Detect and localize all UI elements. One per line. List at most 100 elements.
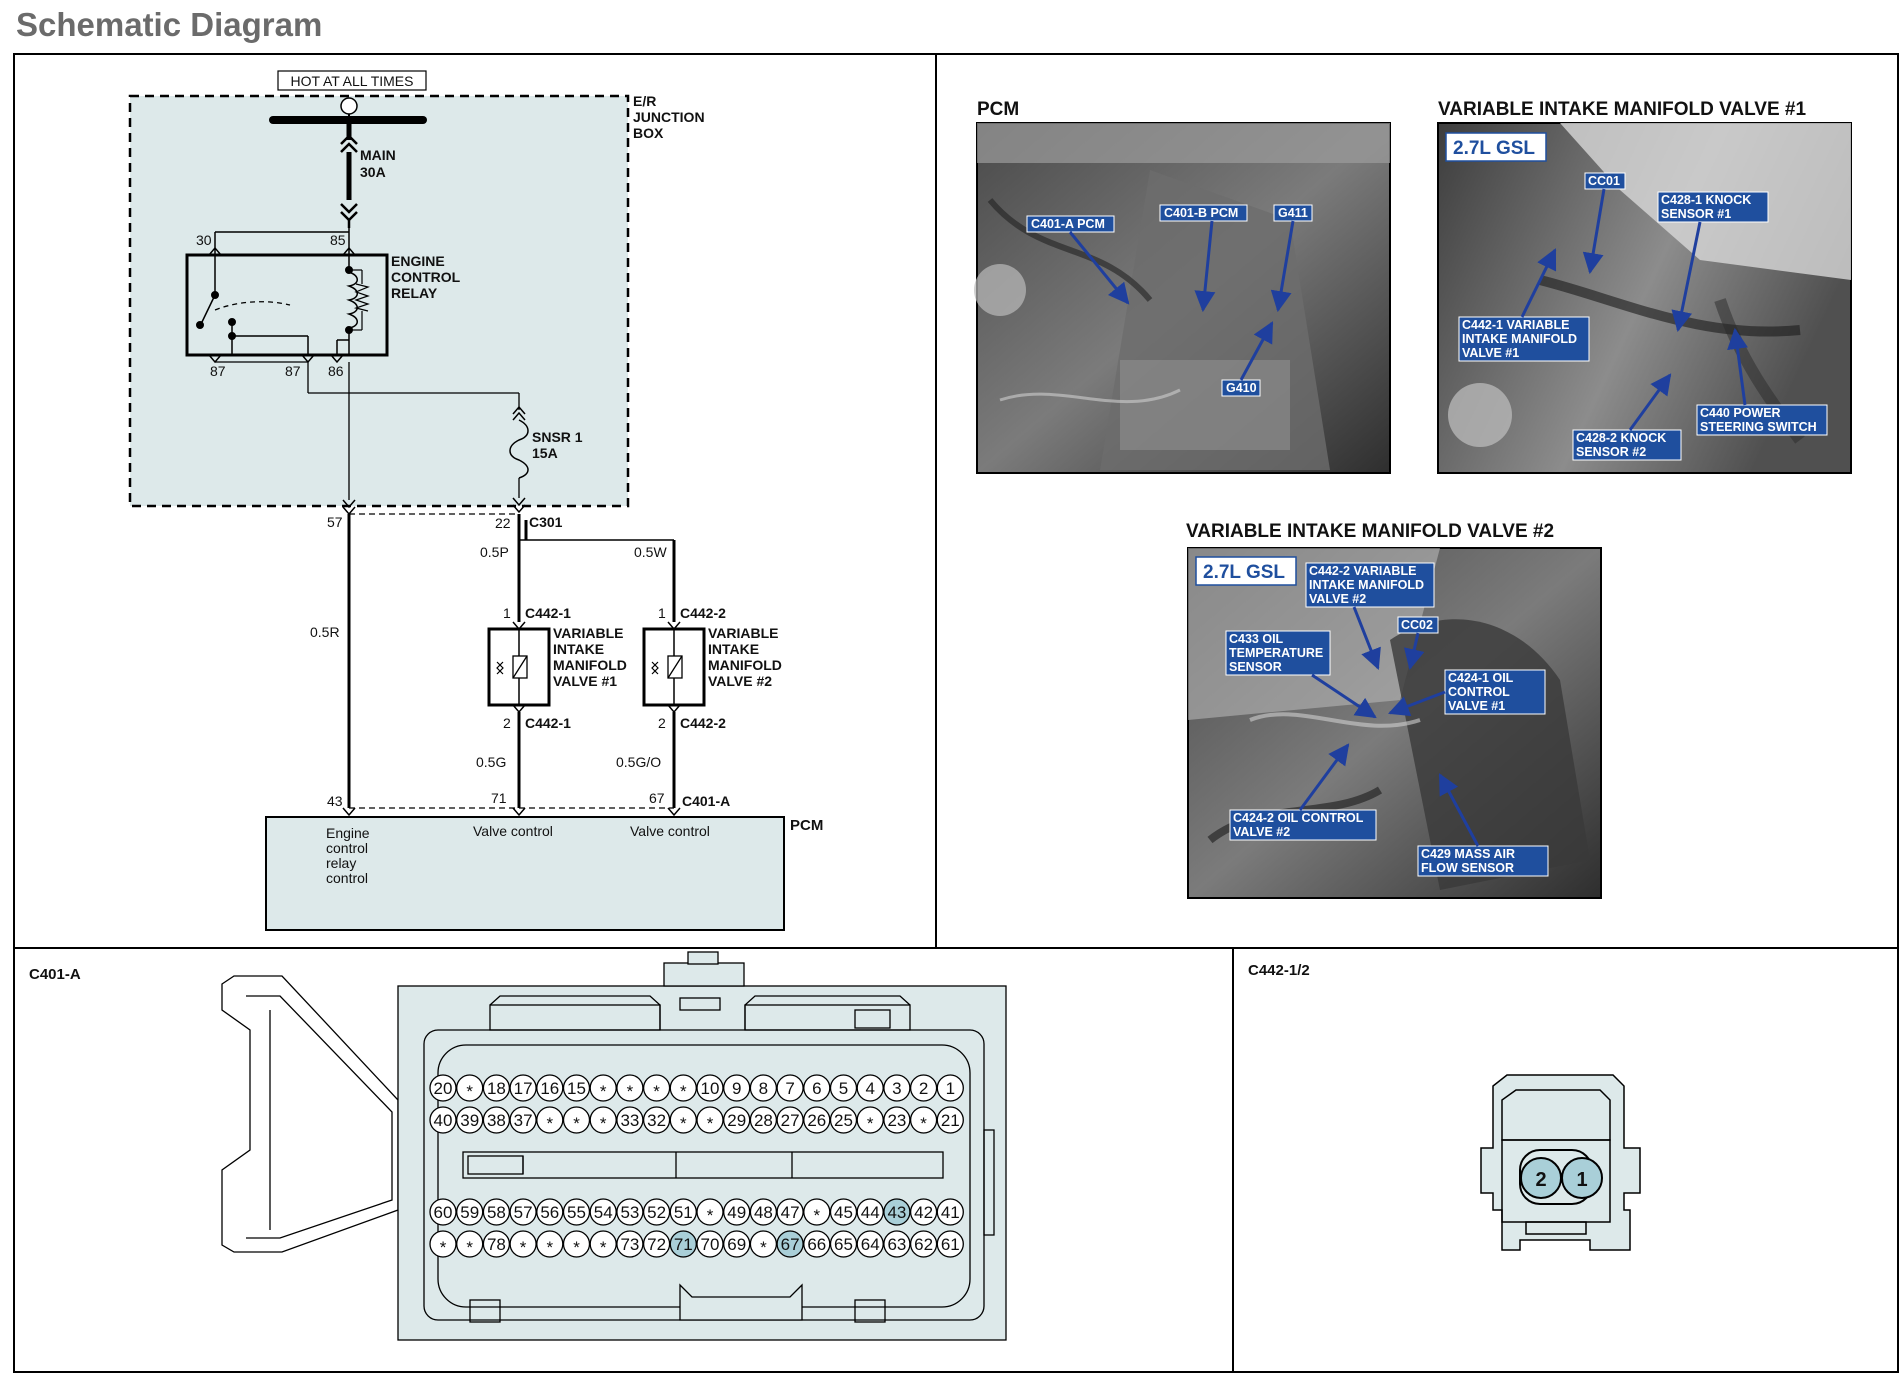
c401a-pin-label: 7 — [785, 1079, 794, 1098]
c401a-pin-cavity — [429, 1106, 457, 1134]
c401a-pin-cavity — [856, 1198, 884, 1226]
c301-connector — [347, 513, 676, 808]
c401a-pin-cavity — [589, 1106, 617, 1134]
c401a-pin-cavity — [536, 1074, 564, 1102]
c401a-pin-label: 48 — [754, 1203, 773, 1222]
c401a-pin-cavity — [642, 1198, 671, 1226]
c401a-pin-label: 55 — [567, 1203, 586, 1222]
svg-text:85: 85 — [330, 232, 346, 248]
c401a-pin-cavity — [803, 1198, 831, 1226]
c401a-pin-label: * — [520, 1238, 527, 1257]
svg-text:C442-1/2: C442-1/2 — [1248, 962, 1310, 979]
svg-text:PCM: PCM — [790, 817, 823, 834]
c401a-pin-label: 29 — [727, 1111, 746, 1130]
c401a-pin-label: 73 — [620, 1235, 639, 1254]
pcm-labels: 43 71 67 C401-A PCM Engine control relay… — [326, 790, 823, 886]
c401a-pin-label: * — [466, 1082, 473, 1101]
c401a-pin-cavity — [776, 1230, 804, 1258]
svg-text:1: 1 — [503, 605, 511, 621]
c401a-pin-label: 64 — [861, 1235, 880, 1254]
c401a-pin-label: * — [466, 1238, 473, 1257]
svg-text:67: 67 — [649, 790, 665, 806]
c401a-pin-label: * — [653, 1082, 660, 1101]
svg-text:C301: C301 — [529, 514, 563, 530]
svg-text:C442-2: C442-2 — [680, 605, 726, 621]
c401a-pin-cavity — [536, 1198, 564, 1226]
svg-text:VARIABLE: VARIABLE — [708, 625, 779, 641]
svg-text:ENGINE: ENGINE — [391, 253, 445, 269]
c401a-pin-label: 6 — [812, 1079, 821, 1098]
snsr-fuse — [509, 405, 529, 514]
c401a-pin-label: 51 — [674, 1203, 693, 1222]
c401a-pin-cavity — [909, 1074, 938, 1102]
c401a-pin-label: 41 — [941, 1203, 960, 1222]
c401a-pin-label: 40 — [434, 1111, 453, 1130]
svg-text:relay: relay — [326, 855, 356, 871]
c401a-pin-label: * — [440, 1238, 447, 1257]
svg-text:E/R: E/R — [633, 93, 656, 109]
svg-text:CC02: CC02 — [1401, 618, 1433, 632]
c401a-pin-cavity — [642, 1106, 671, 1134]
c401a-title: C401-A — [29, 966, 81, 983]
c401a-pin-cavity — [856, 1106, 884, 1134]
svg-text:G411: G411 — [1278, 206, 1308, 220]
svg-text:G410: G410 — [1226, 381, 1257, 395]
c401a-pin-label: * — [867, 1114, 874, 1133]
svg-text:PCM: PCM — [977, 99, 1019, 120]
c401a-pin-label: 17 — [514, 1079, 533, 1098]
svg-text:CC01: CC01 — [1588, 174, 1620, 188]
c401a-pin-label: * — [600, 1082, 607, 1101]
c401a-pin-label: * — [546, 1114, 553, 1133]
svg-text:43: 43 — [327, 793, 343, 809]
c401a-pin-cavity — [776, 1106, 804, 1134]
main-fuse — [340, 120, 358, 228]
c401a-pin-cavity — [456, 1106, 484, 1134]
c401a-pin-label: * — [920, 1114, 927, 1133]
photo-vimv2-title: VARIABLE INTAKE MANIFOLD VALVE #2 — [1186, 521, 1554, 542]
snsr-fuse-label: SNSR 1 15A — [532, 429, 583, 461]
c401a-pin-label: 45 — [834, 1203, 853, 1222]
c401a-pin-cavity — [456, 1198, 484, 1226]
valve-1-solenoid — [487, 621, 551, 808]
c401a-pin-label: 23 — [887, 1111, 906, 1130]
c401a-pin-label: 28 — [754, 1111, 773, 1130]
c401a-pin-label: 43 — [887, 1203, 906, 1222]
c401a-pin-label: 47 — [781, 1203, 800, 1222]
svg-text:15A: 15A — [532, 445, 558, 461]
svg-text:2.7L GSL: 2.7L GSL — [1203, 562, 1285, 583]
c401a-pin-cavity — [616, 1198, 644, 1226]
c401a-pin-cavity — [696, 1074, 724, 1102]
c401a-pin-cavity — [509, 1198, 537, 1226]
c401a-pin-cavity — [562, 1106, 591, 1134]
c401a-pin-cavity — [642, 1230, 671, 1258]
svg-text:86: 86 — [328, 363, 344, 379]
svg-text:1: 1 — [658, 605, 666, 621]
c401a-pin-label: 16 — [540, 1079, 559, 1098]
photo-vimv2-badge: 2.7L GSL — [1195, 556, 1297, 586]
svg-text:VARIABLE: VARIABLE — [553, 625, 624, 641]
page-title: Schematic Diagram — [16, 6, 323, 43]
svg-text:Valve control: Valve control — [473, 823, 553, 839]
c401a-pin-cavity — [723, 1198, 751, 1226]
pcm-module — [265, 807, 785, 931]
photo-vimv2-callouts: C442-2 VARIABLE INTAKE MANIFOLD VALVE #2… — [1225, 562, 1549, 877]
svg-text:VARIABLE INTAKE MANIFOLD VALVE: VARIABLE INTAKE MANIFOLD VALVE #1 — [1438, 99, 1806, 120]
svg-text:C442-1: C442-1 — [525, 605, 571, 621]
c401a-pin-cavity — [749, 1198, 778, 1226]
c401a-pin-label: 57 — [514, 1203, 533, 1222]
c401a-pin-cavity — [883, 1198, 911, 1226]
c401a-pin-label: * — [707, 1114, 714, 1133]
relay-pin-labels: 30 85 87 87 86 — [196, 232, 346, 379]
c401a-pin-cavity — [909, 1106, 938, 1134]
svg-text:22: 22 — [495, 515, 511, 531]
c401a-pin-label: 27 — [781, 1111, 800, 1130]
c401a-pin-label: 69 — [727, 1235, 746, 1254]
svg-text:2.7L GSL: 2.7L GSL — [1453, 138, 1535, 159]
c401a-pin-label: 38 — [487, 1111, 506, 1130]
photo-vimv1-title: VARIABLE INTAKE MANIFOLD VALVE #1 — [1438, 99, 1806, 120]
c401a-pin-label: * — [600, 1114, 607, 1133]
c401a-pin-label: 78 — [487, 1235, 506, 1254]
c401a-pin-cavity — [829, 1230, 858, 1258]
c401a-pin-label: * — [680, 1082, 687, 1101]
